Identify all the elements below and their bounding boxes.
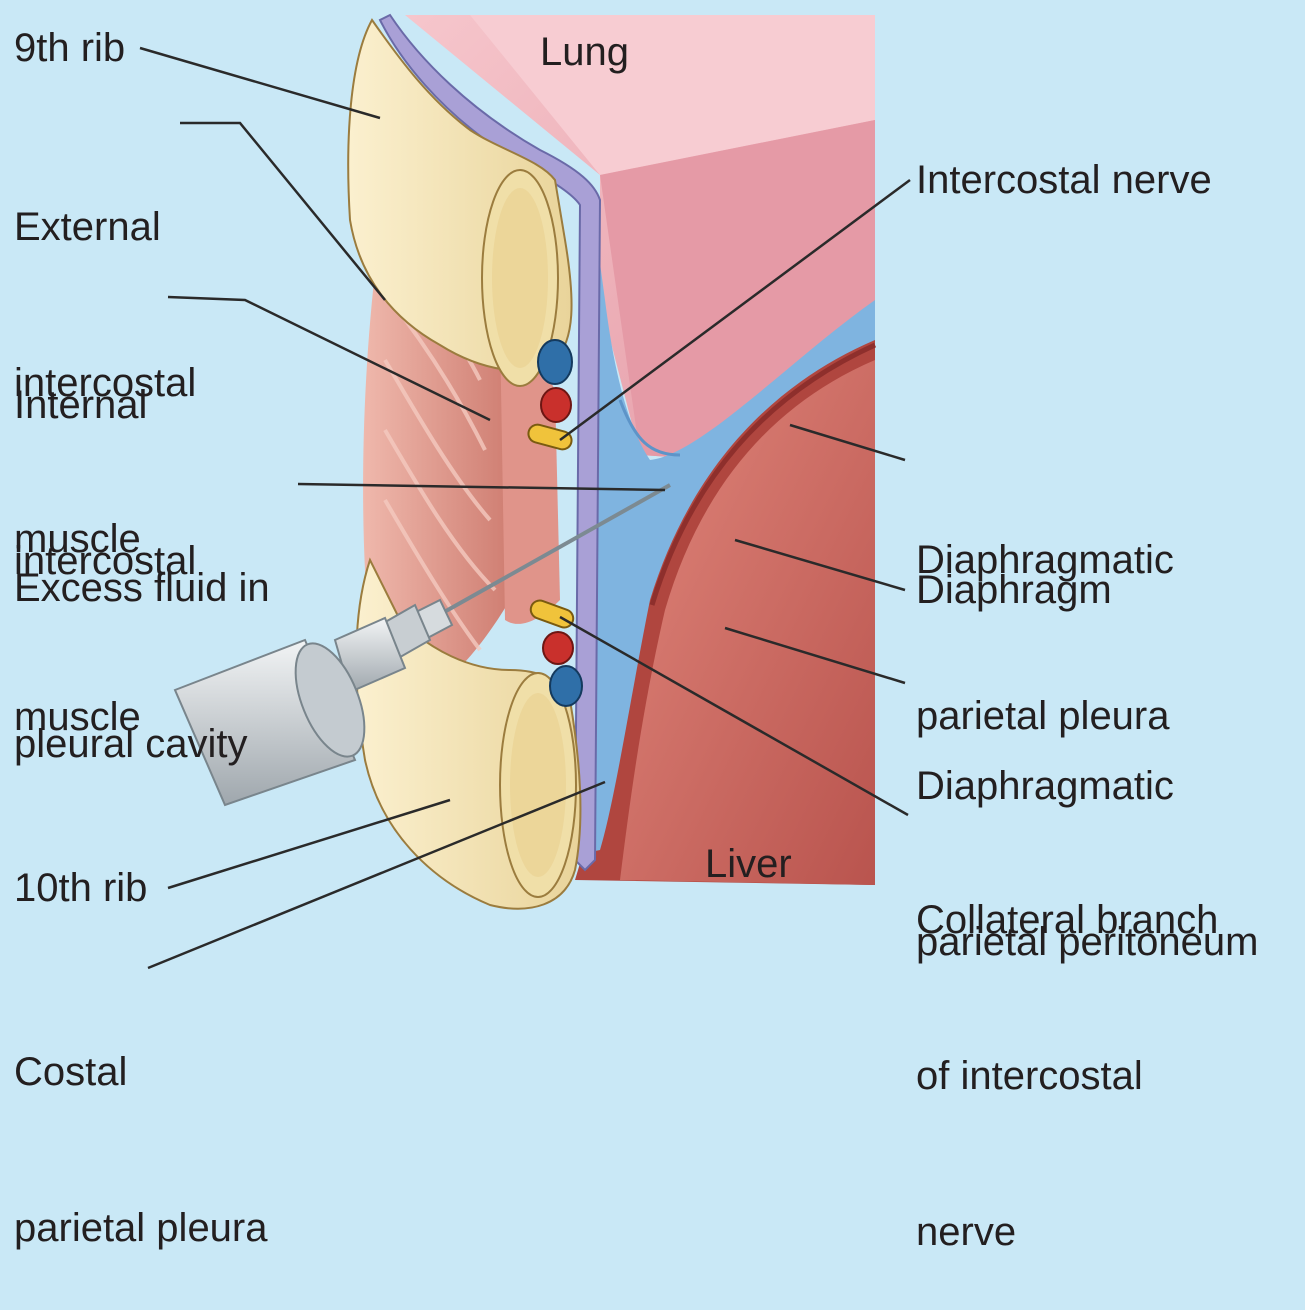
excess-fluid-label: Excess fluid in pleural cavity xyxy=(14,458,270,822)
internal-line-1: Internal xyxy=(14,379,196,431)
external-line-1: External xyxy=(14,201,196,253)
branch-line-3: nerve xyxy=(916,1206,1218,1258)
rib-10-label: 10th rib xyxy=(14,862,147,914)
rib-9-label: 9th rib xyxy=(14,22,125,74)
costal-line-1: Costal xyxy=(14,1046,268,1098)
liver-label: Liver xyxy=(705,838,792,890)
branch-line-1: Collateral branch xyxy=(916,894,1218,946)
costal-line-2: parietal pleura xyxy=(14,1202,268,1254)
fluid-line-2: pleural cavity xyxy=(14,718,270,770)
branch-line-2: of intercostal xyxy=(916,1050,1218,1102)
diagram-canvas: Lung Liver 9th rib External intercostal … xyxy=(0,0,1305,1036)
lung-label: Lung xyxy=(540,26,629,78)
collateral-branch-label: Collateral branch of intercostal nerve xyxy=(916,790,1218,1310)
costal-parietal-pleura-label: Costal parietal pleura xyxy=(14,942,268,1306)
fluid-line-1: Excess fluid in xyxy=(14,562,270,614)
diaphragm-label: Diaphragm xyxy=(916,564,1112,616)
intercostal-nerve-label: Intercostal nerve xyxy=(916,154,1212,206)
